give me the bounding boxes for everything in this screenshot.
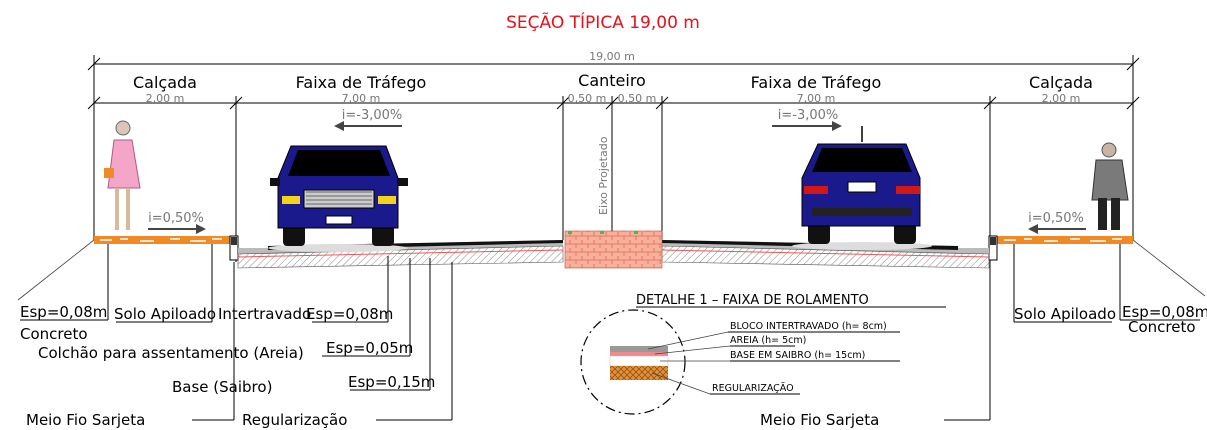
median-width-left: 0,50 m [568,92,607,105]
project-axis-label: Eixo Projetado [597,136,610,215]
slope-left-lane: i=-3,00% [334,108,402,131]
right-sidewalk-width: 2,00 m [1042,92,1081,105]
median-label: Canteiro [578,71,646,90]
left-curb [229,235,239,261]
right-esp-concrete: Esp=0,08m [1122,303,1207,321]
total-width-dimension: 19,00 m [87,50,1140,106]
left-sidewalk-label: Calçada [133,73,197,92]
left-esp-concrete: Esp=0,08m [20,303,107,321]
slope-right-lane-label: i=-3,00% [778,108,839,123]
left-colchao: Colchão para assentamento (Areia) [38,344,304,362]
left-solo: Solo Apiloado [114,305,216,323]
left-regularizacao: Regularização [242,411,347,429]
slope-right-lane: i=-3,00% [772,108,842,131]
man-pedestrian-icon [1091,142,1129,230]
median-planter [564,230,663,269]
left-concrete: Concreto [20,325,88,343]
right-curb [988,235,998,261]
median-width-right: 0,50 m [618,92,657,105]
right-lane-width: 7,00 m [797,92,836,105]
detail-areia: AREIA (h= 5cm) [730,335,806,346]
section-title: SEÇÃO TÍPICA 19,00 m [506,11,700,33]
right-meio-fio: Meio Fio Sarjeta [760,411,879,429]
slope-left-sidewalk: i=0,50% [148,211,206,234]
total-width-label: 19,00 m [589,50,635,63]
slope-left-sidewalk-label: i=0,50% [148,211,204,226]
left-esp-base: Esp=0,15m [348,373,435,391]
left-lane-width: 7,00 m [342,92,381,105]
embankment-lines [17,239,1206,301]
detail-bloco: BLOCO INTERTRAVADO (h= 8cm) [730,321,887,332]
woman-pedestrian-icon [104,120,141,230]
detail-title: DETALHE 1 – FAIXA DE ROLAMENTO [636,293,869,308]
detail-base: BASE EM SAIBRO (h= 15cm) [730,350,865,361]
left-callout-leaders [20,244,453,421]
slope-right-sidewalk-label: i=0,50% [1028,211,1084,226]
car-front-icon [268,145,408,252]
left-intertravado: Intertravado [218,305,311,323]
detail-regularizacao: REGULARIZAÇÃO [712,383,794,394]
right-concrete: Concreto [1128,318,1196,336]
left-meio-fio: Meio Fio Sarjeta [26,411,145,429]
left-base: Base (Saibro) [172,378,272,396]
left-esp-areia: Esp=0,05m [326,339,413,357]
right-lane-label: Faixa de Tráfego [751,73,882,92]
left-lane-label: Faixa de Tráfego [296,73,427,92]
right-solo: Solo Apiloado [1014,305,1116,323]
zone-dimension-line [87,96,1140,262]
slope-right-sidewalk: i=0,50% [1028,211,1086,234]
slope-left-lane-label: i=-3,00% [342,108,403,123]
left-sidewalk-width: 2,00 m [146,92,185,105]
left-esp-intertravado: Esp=0,08m [306,305,393,323]
car-rear-icon [792,126,932,250]
right-callout-leaders [944,244,1200,421]
right-sidewalk-label: Calçada [1029,73,1093,92]
left-sidewalk-slab [94,236,232,244]
detail-1: DETALHE 1 – FAIXA DE ROLAMENTO BLOCO INT… [580,293,946,415]
right-sidewalk-slab [996,236,1133,244]
